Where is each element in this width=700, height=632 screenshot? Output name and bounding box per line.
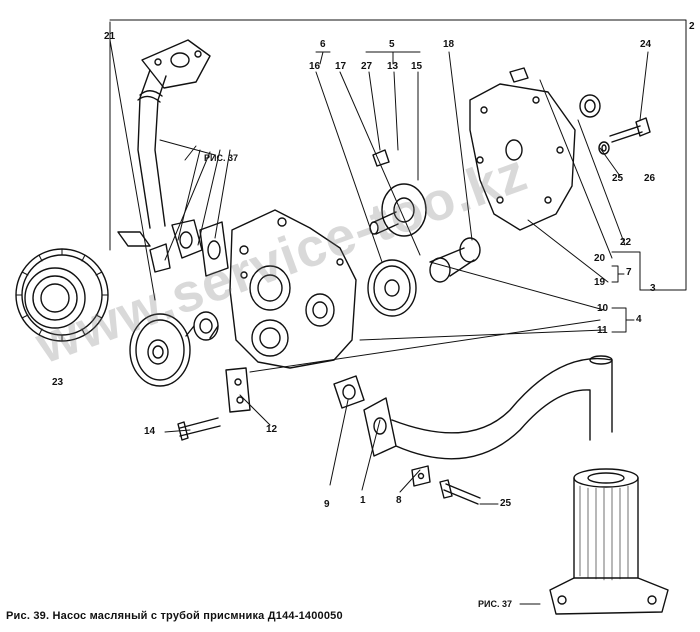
pump-cover <box>469 83 576 231</box>
bolt-14 <box>177 417 221 441</box>
callout-9: 9 <box>324 499 330 510</box>
pump-gear-shaft <box>369 149 427 237</box>
figure-reference-bottom: РИС. 37 <box>478 599 512 609</box>
intake-pipe <box>363 355 613 460</box>
callout-23: 23 <box>52 377 64 388</box>
callout-25-bolt-top: 25 <box>612 173 624 184</box>
callout-24: 24 <box>640 39 652 50</box>
callout-5: 5 <box>389 39 395 50</box>
callout-6: 6 <box>320 39 326 50</box>
callout-27: 27 <box>361 61 373 72</box>
callout-15: 15 <box>411 61 423 72</box>
callout-2: 2 <box>689 21 695 32</box>
callout-25-bolt-bottom: 25 <box>500 498 512 509</box>
callout-17: 17 <box>335 61 347 72</box>
callout-12: 12 <box>266 424 278 435</box>
callout-19: 19 <box>594 277 606 288</box>
pump-drive-gear <box>129 313 191 387</box>
clip-8 <box>411 465 431 487</box>
callout-7: 7 <box>626 267 632 278</box>
callout-13: 13 <box>387 61 399 72</box>
callout-11: 11 <box>597 325 608 336</box>
pump-housing <box>229 209 357 369</box>
callout-22: 22 <box>620 237 632 248</box>
callout-3: 3 <box>650 283 656 294</box>
callout-4: 4 <box>636 314 642 325</box>
dowel-pins <box>509 67 601 118</box>
callout-16: 16 <box>309 61 321 72</box>
callout-18: 18 <box>443 39 455 50</box>
callout-20: 20 <box>594 253 606 264</box>
callout-10: 10 <box>597 303 609 314</box>
callout-8: 8 <box>396 495 402 506</box>
bolt-24 <box>598 117 651 155</box>
gasket-9 <box>333 375 365 409</box>
drive-gear <box>15 248 109 342</box>
callout-21: 21 <box>104 31 116 42</box>
callout-14: 14 <box>144 426 156 437</box>
pipe-gaskets <box>117 219 229 277</box>
upper-oil-pipe <box>137 39 211 229</box>
callout-26: 26 <box>644 173 656 184</box>
callout-1: 1 <box>360 495 366 506</box>
figure-reference-top: РИС. 37 <box>204 153 238 163</box>
bushing <box>185 311 219 341</box>
bolt-25 <box>439 479 481 505</box>
driven-gear <box>367 237 481 317</box>
oil-strainer <box>549 468 669 615</box>
figure-caption: Рис. 39. Насос масляный с трубой присмни… <box>6 610 343 622</box>
lock-plate <box>225 367 251 413</box>
